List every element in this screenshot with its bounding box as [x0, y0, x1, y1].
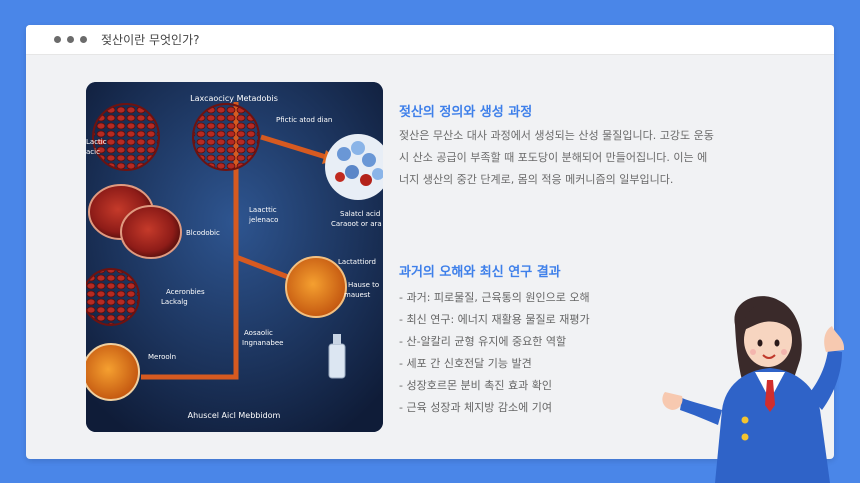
section-title-definition: 젖산의 정의와 생성 과정	[399, 105, 533, 120]
figure-label: mauest	[344, 291, 370, 299]
window-controls[interactable]	[54, 36, 87, 43]
figure-label: Aceronbies	[166, 288, 205, 296]
window-dot-icon[interactable]	[67, 36, 74, 43]
figure-label: Lactic	[86, 138, 107, 146]
list-item: - 세포 간 신호전달 기능 발견	[399, 357, 532, 370]
list-item: - 산-알칼리 균형 유지에 중요한 역할	[399, 335, 567, 348]
lactate-metabolism-illustration: Laxcaocicy Metadobis Pfictic atod dian L…	[86, 82, 383, 432]
figure-label: Aosaolic	[244, 329, 273, 337]
figure-label: Merooln	[148, 353, 176, 361]
section-title-research: 과거의 오해와 최신 연구 결과	[399, 265, 561, 280]
figure-title: Laxcaocicy Metadobis	[190, 94, 278, 103]
app-window: 젖산이란 무엇인가?	[26, 25, 834, 459]
paragraph-line: 시 산소 공급이 부족할 때 포도당이 분해되어 만들어집니다. 이는 에	[399, 151, 708, 164]
paragraph-line: 젖산은 무산소 대사 과정에서 생성되는 산성 물질입니다. 고강도 운동	[399, 129, 714, 142]
paragraph-line: 너지 생산의 중간 단계로, 몸의 적응 메커니즘의 일부입니다.	[399, 173, 674, 186]
figure-label: acic	[86, 148, 100, 156]
figure-label: Blcodobic	[186, 229, 220, 237]
window-title: 젖산이란 무엇인가?	[101, 33, 200, 47]
figure-caption: Ahuscel Aicl Mebbidom	[188, 411, 281, 420]
list-item: - 최신 연구: 에너지 재활용 물질로 재평가	[399, 313, 590, 326]
title-bar: 젖산이란 무엇인가?	[26, 25, 834, 55]
figure-label: Caraoot or ara	[331, 220, 382, 228]
list-item: - 성장호르몬 분비 촉진 효과 확인	[399, 379, 553, 392]
window-dot-icon[interactable]	[54, 36, 61, 43]
figure-label: Pfictic atod dian	[276, 116, 332, 124]
research-list: - 과거: 피로물질, 근육통의 원인으로 오해 - 최신 연구: 에너지 재활…	[399, 287, 590, 419]
list-item: - 과거: 피로물질, 근육통의 원인으로 오해	[399, 291, 590, 304]
figure-label: jelenaco	[248, 216, 278, 224]
figure-label: Laacttic	[249, 206, 277, 214]
list-item: - 근육 성장과 체지방 감소에 기여	[399, 401, 553, 414]
definition-paragraph: 젖산은 무산소 대사 과정에서 생성되는 산성 물질입니다. 고강도 운동 시 …	[399, 125, 774, 191]
figure-label: Lackalg	[161, 298, 188, 306]
figure-label: Hause to	[348, 281, 379, 289]
figure-label: Ingnanabee	[242, 339, 283, 347]
figure-label: Lactattiord	[338, 258, 376, 266]
window-dot-icon[interactable]	[80, 36, 87, 43]
figure-label: Salatcl acid	[340, 210, 380, 218]
